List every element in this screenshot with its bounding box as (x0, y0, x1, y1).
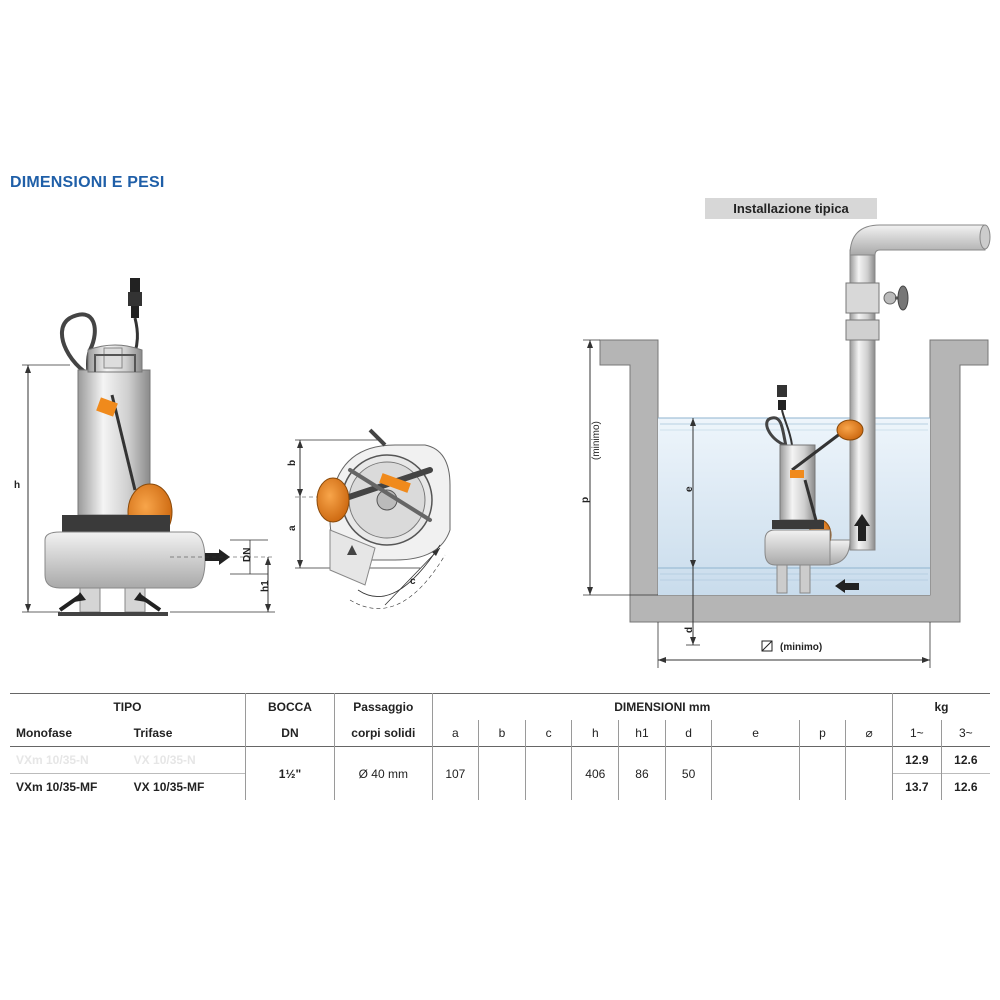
header-passaggio-2: corpi solidi (334, 720, 432, 747)
technical-drawings: h DN (14, 224, 991, 668)
b-value (478, 746, 526, 800)
col-square: ⌀ (845, 720, 893, 747)
a-value: 107 (431, 746, 479, 800)
col-e: e (711, 720, 800, 747)
dim-label-h: h (14, 480, 20, 491)
square-value (845, 746, 893, 800)
row2-trifase: VX 10/35-MF (133, 780, 205, 794)
dim-label-dn: DN (242, 548, 253, 562)
col-d: d (664, 720, 712, 747)
h1-value: 86 (618, 746, 666, 800)
dim-label-e: e (684, 486, 695, 492)
dim-label-a: a (287, 525, 298, 531)
row2-kg1: 13.7 (891, 773, 942, 800)
col-h1: h1 (618, 720, 666, 747)
passaggio-value: Ø 40 mm (334, 746, 432, 800)
row1-kg1: 12.9 (891, 746, 942, 774)
header-dn: DN (244, 720, 335, 747)
h-value: 406 (571, 746, 619, 800)
d-value: 50 (664, 746, 712, 800)
col-b: b (478, 720, 526, 747)
dim-label-b: b (287, 460, 298, 466)
header-trifase: Trifase (133, 726, 173, 740)
row2-monofase: VXm 10/35-MF (16, 780, 98, 794)
col-p: p (798, 720, 846, 747)
section-title: DIMENSIONI E PESI (10, 174, 165, 191)
installation-diagram: p (minimo) e d (minimo) (580, 224, 991, 668)
dim-label-p: p (580, 497, 591, 503)
header-kg: kg (891, 693, 990, 720)
dimensions-table: TIPO BOCCA Passaggio DIMENSIONI mm kg Mo… (10, 693, 990, 800)
header-monofase: Monofase (16, 726, 73, 740)
row2-kg3: 12.6 (940, 773, 990, 800)
col-kg-3: 3~ (940, 720, 990, 747)
e-value (711, 746, 800, 800)
pump-top-view: b a c (287, 428, 451, 609)
header-dimensioni: DIMENSIONI mm (431, 693, 893, 720)
bocca-value: 1½" (244, 746, 335, 800)
row1-trifase: VX 10/35-N (133, 753, 196, 767)
c-value (524, 746, 572, 800)
pump-side-view: h DN (14, 278, 275, 616)
header-passaggio-1: Passaggio (334, 693, 432, 720)
dim-label-square-note: (minimo) (780, 642, 822, 653)
col-a: a (431, 720, 479, 747)
dim-label-h1: h1 (260, 580, 271, 592)
col-h: h (571, 720, 619, 747)
header-tipo: TIPO (113, 700, 142, 714)
row1-monofase: VXm 10/35-N (16, 753, 89, 767)
dim-label-c: c (410, 576, 416, 587)
dim-label-p-note: (minimo) (591, 421, 602, 460)
installation-label: Installazione tipica (705, 198, 877, 219)
col-c: c (524, 720, 572, 747)
row1-kg3: 12.6 (940, 746, 990, 774)
header-bocca: BOCCA (244, 693, 335, 720)
col-kg-1: 1~ (891, 720, 942, 747)
p-value (798, 746, 846, 800)
dim-label-d: d (684, 627, 695, 633)
